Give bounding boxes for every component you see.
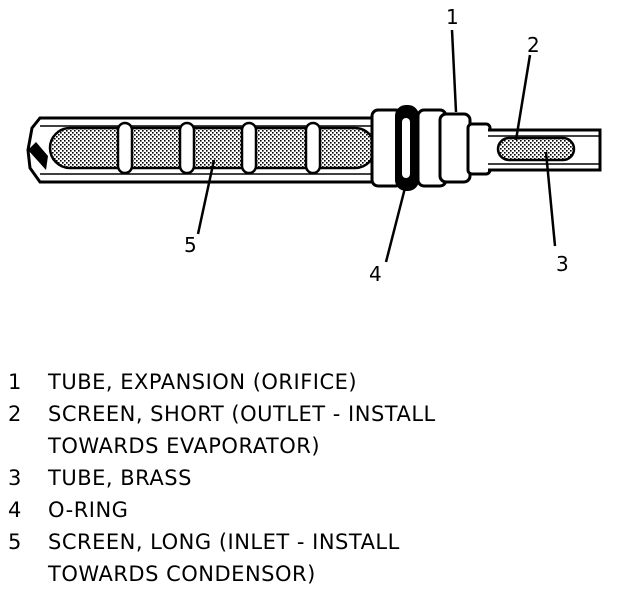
long-screen: [48, 121, 377, 175]
leader-3: [544, 151, 557, 247]
callout-1: 1: [446, 5, 459, 29]
callout-2: 2: [527, 33, 540, 57]
leader-4: [384, 183, 408, 263]
legend-line: SCREEN, LONG (INLET - INSTALL: [48, 530, 400, 554]
leader-5: [196, 159, 216, 235]
parts-legend: 1 TUBE, EXPANSION (ORIFICE) 2 SCREEN, SH…: [8, 366, 628, 590]
leader-1: [450, 29, 458, 113]
leader-2: [514, 54, 532, 141]
short-screen: [496, 136, 576, 162]
callout-4: 4: [369, 262, 382, 286]
legend-text: TUBE, BRASS: [48, 462, 628, 494]
legend-line: TUBE, BRASS: [48, 466, 192, 490]
legend-number: 5: [8, 530, 22, 554]
legend-item-5: 5 SCREEN, LONG (INLET - INSTALL TOWARDS …: [8, 526, 628, 590]
legend-item-4: 4 O-RING: [8, 494, 628, 526]
legend-line: TUBE, EXPANSION (ORIFICE): [48, 370, 358, 394]
legend-number: 4: [8, 498, 22, 522]
legend-text: TUBE, EXPANSION (ORIFICE): [48, 366, 628, 398]
legend-text: SCREEN, LONG (INLET - INSTALL TOWARDS CO…: [48, 526, 628, 590]
legend-number: 2: [8, 402, 22, 426]
legend-line: TOWARDS EVAPORATOR): [48, 434, 321, 458]
legend-line: SCREEN, SHORT (OUTLET - INSTALL: [48, 402, 436, 426]
callout-3: 3: [556, 252, 569, 276]
legend-number: 3: [8, 466, 22, 490]
legend-item-1: 1 TUBE, EXPANSION (ORIFICE): [8, 366, 628, 398]
legend-text: SCREEN, SHORT (OUTLET - INSTALL TOWARDS …: [48, 398, 628, 462]
legend-number: 1: [8, 370, 22, 394]
expansion-tube-diagram: 1 2 3 4 5: [26, 5, 602, 286]
orifice-collar: [370, 108, 492, 188]
leader-lines: [196, 29, 557, 263]
legend-item-3: 3 TUBE, BRASS: [8, 462, 628, 494]
legend-line: TOWARDS CONDENSOR): [48, 562, 316, 586]
legend-item-2: 2 SCREEN, SHORT (OUTLET - INSTALL TOWARD…: [8, 398, 628, 462]
legend-line: O-RING: [48, 498, 129, 522]
callout-5: 5: [184, 233, 197, 257]
legend-text: O-RING: [48, 494, 628, 526]
